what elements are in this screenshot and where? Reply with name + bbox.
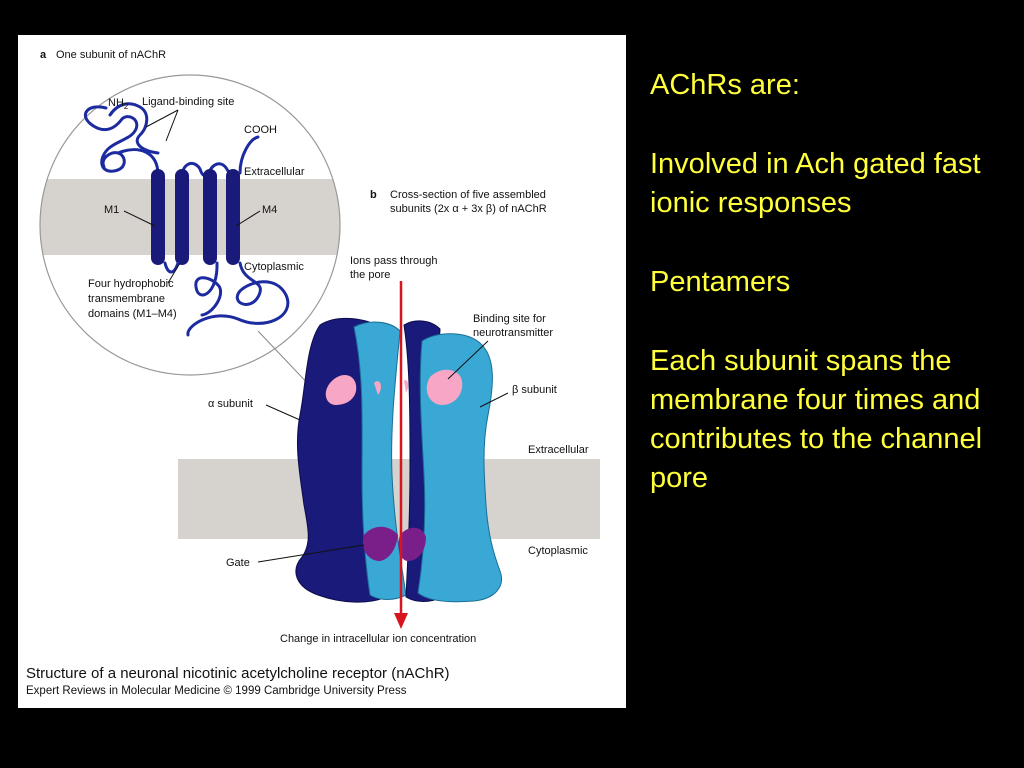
- beta-pointer: [479, 392, 509, 408]
- domains-label-line1: Four hydrophobic: [88, 278, 174, 290]
- slide-heading: AChRs are:: [650, 69, 800, 101]
- extracellular-label-b: Extracellular: [528, 444, 589, 456]
- m4-pointer: [235, 210, 261, 227]
- ion-flow-arrow: [394, 281, 408, 629]
- slide-point-3: Each subunit spans the membrane four tim…: [650, 345, 983, 494]
- transmembrane-helices: [151, 169, 240, 265]
- nh2-label: NH2: [108, 97, 129, 111]
- m1-pointer: [123, 210, 156, 227]
- panel-a-letter: a: [40, 49, 47, 61]
- slide-point-2: Pentamers: [650, 266, 791, 298]
- cytoplasmic-label-b: Cytoplasmic: [528, 545, 588, 557]
- panel-a-title: One subunit of nAChR: [56, 49, 166, 61]
- change-label: Change in intracellular ion concentratio…: [280, 633, 476, 645]
- binding-site-alpha: [325, 374, 357, 405]
- chain-loops-bottom: [163, 261, 290, 337]
- binding-site-small-right: [404, 380, 409, 393]
- domains-label-line2: transmembrane: [88, 293, 165, 305]
- panel-b-letter: b: [370, 189, 377, 201]
- caption-credit: Expert Reviews in Molecular Medicine © 1…: [26, 685, 407, 697]
- circle-connector: [257, 330, 314, 390]
- caption-title: Structure of a neuronal nicotinic acetyl…: [26, 665, 450, 682]
- receptor-body: [295, 317, 502, 603]
- panel-b-title-line1: Cross-section of five assembled: [390, 189, 546, 201]
- ions-label-line1: Ions pass through: [350, 255, 437, 267]
- slide-point-1: Involved in Ach gated fast ionic respons…: [650, 148, 981, 219]
- subunit-circle: [39, 74, 341, 376]
- panel-b-title-line2: subunits (2x α + 3x β) of nAChR: [390, 203, 547, 215]
- beta-subunit-label: β subunit: [512, 384, 557, 396]
- binding-site-small-left: [374, 381, 381, 395]
- ligand-binding-label: Ligand-binding site: [142, 96, 234, 108]
- alpha-subunit-label: α subunit: [208, 398, 253, 410]
- binding-pointer: [447, 340, 489, 380]
- binding-site-beta: [426, 369, 463, 405]
- nachr-diagram: a One subunit of nAChR: [39, 49, 600, 645]
- figure-panel: a One subunit of nAChR: [18, 35, 626, 708]
- domains-label-line3: domains (M1–M4): [88, 308, 177, 320]
- cytoplasmic-label-a: Cytoplasmic: [244, 261, 304, 273]
- alpha-pointer: [265, 404, 301, 421]
- membrane-band-a: [40, 179, 340, 255]
- m1-label: M1: [104, 204, 119, 216]
- binding-label-line2: neurotransmitter: [473, 327, 553, 339]
- domains-pointer: [167, 262, 181, 284]
- figure-caption: Structure of a neuronal nicotinic acetyl…: [26, 665, 616, 699]
- binding-label-line1: Binding site for: [473, 313, 546, 325]
- gate-left: [362, 526, 398, 561]
- slide-text-block: AChRs are: Involved in Ach gated fast io…: [650, 66, 1010, 538]
- ions-label-line2: the pore: [350, 269, 390, 281]
- ligand-pointer-lines: [145, 109, 179, 142]
- extracellular-label-a: Extracellular: [244, 166, 305, 178]
- protein-chain: [84, 102, 260, 179]
- cooh-label: COOH: [244, 124, 277, 136]
- gate-pointer: [257, 544, 365, 563]
- m4-label: M4: [262, 204, 277, 216]
- gate-label: Gate: [226, 557, 250, 569]
- gate-right: [398, 527, 426, 561]
